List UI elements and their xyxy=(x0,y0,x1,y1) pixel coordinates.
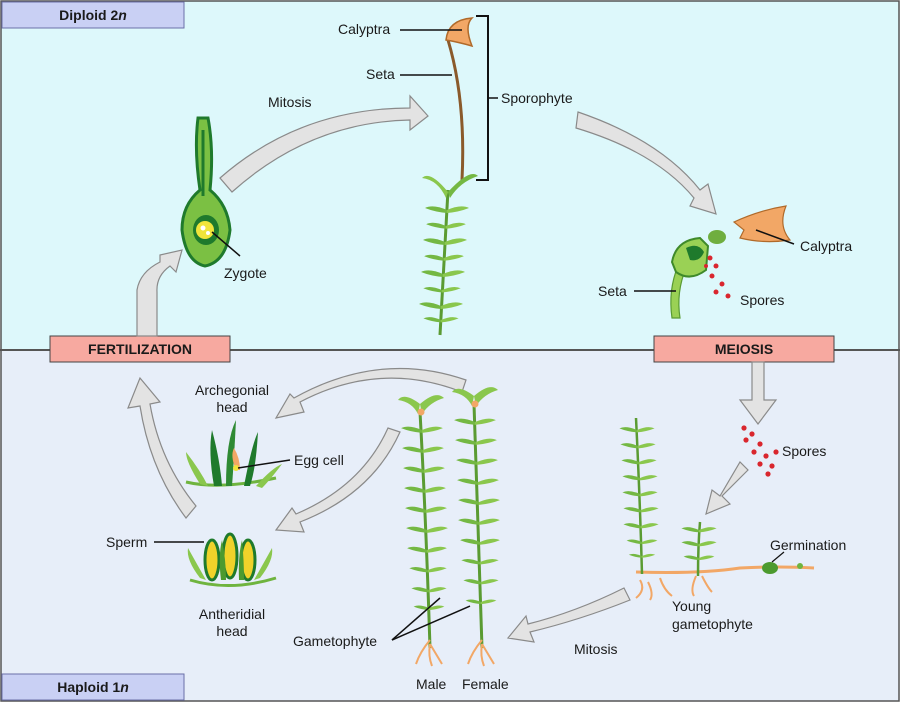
archegonial-head-label-line1: Archegonial xyxy=(195,382,269,398)
arrow-sporophyte-to-capsule xyxy=(575,111,717,215)
sporophyte-label: Sporophyte xyxy=(501,90,573,106)
seta-top-label: Seta xyxy=(366,66,395,82)
mitosis-top-label: Mitosis xyxy=(268,94,312,110)
meiosis-box: MEIOSIS xyxy=(653,335,835,363)
archegonial-head-label-line2: head xyxy=(216,399,247,415)
diploid-phase-label: Diploid 2n xyxy=(1,1,185,29)
arrow-spores-to-young xyxy=(705,461,749,516)
fertilization-label: FERTILIZATION xyxy=(88,341,192,357)
fertilization-box: FERTILIZATION xyxy=(49,335,231,363)
gametophyte-label: Gametophyte xyxy=(293,633,377,649)
calyptra-top-label: Calyptra xyxy=(338,21,390,37)
spores-cluster xyxy=(741,425,779,477)
antheridial-head-label-line2: head xyxy=(216,623,247,639)
gametophyte-pointer-lines xyxy=(391,597,471,641)
svg-text:Diploid 2n: Diploid 2n xyxy=(59,7,127,23)
archegonial-head-illustration xyxy=(185,420,291,488)
male-label: Male xyxy=(416,676,447,692)
antheridial-head-illustration xyxy=(154,532,277,587)
haploid-phase-label: Haploid 1n xyxy=(1,673,185,701)
arrow-mitosis-bottom xyxy=(506,587,631,643)
protonema-illustration xyxy=(619,417,815,601)
arrow-mitosis-top xyxy=(219,94,429,193)
zygote-label: Zygote xyxy=(224,265,267,281)
arrow-meiosis-to-spores xyxy=(738,361,778,425)
meiosis-label: MEIOSIS xyxy=(715,341,773,357)
seta-right-label: Seta xyxy=(598,283,627,299)
egg-cell-label: Egg cell xyxy=(294,452,344,468)
mitosis-bottom-label: Mitosis xyxy=(574,641,618,657)
cycle-arrows xyxy=(127,94,778,643)
female-gametophyte-illustration xyxy=(452,387,500,667)
young-gametophyte-label-line1: Young xyxy=(672,598,711,614)
male-gametophyte-illustration xyxy=(398,395,448,667)
antheridial-head-label-line1: Antheridial xyxy=(199,606,265,622)
arrow-to-archegonial-head xyxy=(274,367,467,419)
sperm-label: Sperm xyxy=(106,534,147,550)
calyptra-right-label: Calyptra xyxy=(800,238,852,254)
svg-text:Haploid 1n: Haploid 1n xyxy=(57,679,129,695)
germination-label: Germination xyxy=(770,537,846,553)
spores-right-label: Spores xyxy=(740,292,784,308)
sporophyte-illustration xyxy=(400,15,498,336)
female-label: Female xyxy=(462,676,509,692)
arrow-fertilization-to-zygote xyxy=(136,249,183,337)
spores-bottom-label: Spores xyxy=(782,443,826,459)
zygote-illustration xyxy=(180,116,241,268)
arrow-to-antheridial-head xyxy=(274,427,401,533)
capsule-illustration xyxy=(634,205,795,319)
young-gametophyte-label-line2: gametophyte xyxy=(672,616,753,632)
arrow-sperm-to-fertilization xyxy=(127,376,197,519)
